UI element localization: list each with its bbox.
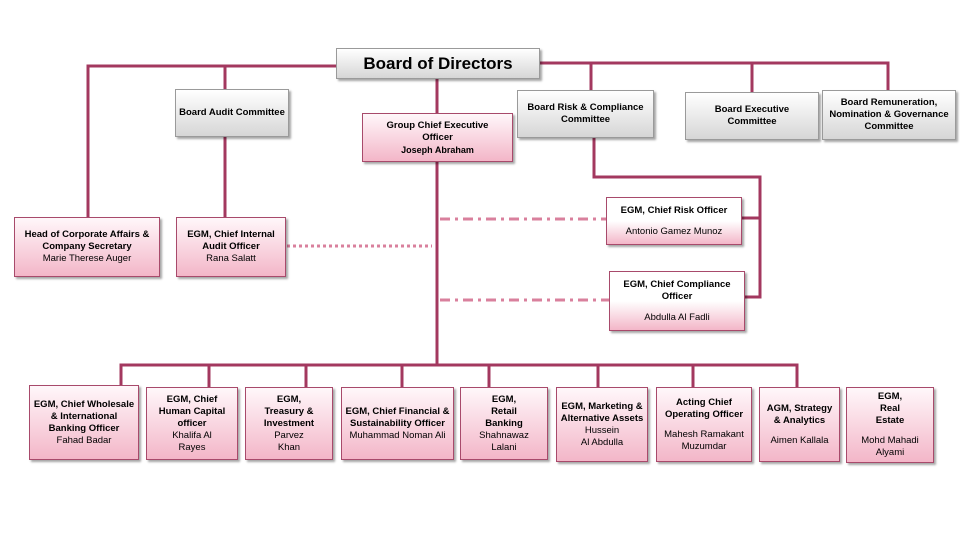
ceo-dotted-connectors — [440, 217, 609, 302]
compliance-officer-box[interactable]: EGM, Chief Compliance Officer Abdulla Al… — [609, 271, 745, 331]
risk-officer-name: Antonio Gamez Munoz — [625, 225, 723, 237]
board-connector — [86, 61, 890, 68]
executive-title: EGM, Chief Wholesale & International Ban… — [33, 398, 135, 434]
executive-box-treasury[interactable]: EGM, Treasury & Investment Parvez Khan — [245, 387, 333, 460]
board-of-directors-box[interactable]: Board of Directors — [336, 48, 540, 79]
executive-name: Mahesh Ramakant Muzumdar — [664, 428, 744, 452]
executive-title: EGM, Treasury & Investment — [263, 393, 315, 429]
executive-name: Hussein Al Abdulla — [580, 424, 624, 448]
executive-box-finance[interactable]: EGM, Chief Financial & Sustainability Of… — [341, 387, 454, 460]
ceo-title: Group Chief Executive Officer — [386, 119, 489, 143]
audit-committee-box[interactable]: Board Audit Committee — [175, 89, 289, 137]
executive-name: Shahnawaz Lalani — [479, 429, 529, 453]
executive-title: EGM, Real Estate — [875, 391, 905, 426]
executive-box-human-capital[interactable]: EGM, Chief Human Capital officer Khalifa… — [146, 387, 238, 460]
executive-name: Khalifa Al Rayes — [172, 429, 212, 453]
executive-box-retail[interactable]: EGM, Retail Banking Shahnawaz Lalani — [460, 387, 548, 460]
executive-committee-title: Board Executive Committee — [714, 104, 790, 127]
executive-name: Parvez Khan — [274, 429, 304, 453]
risk-committee-box[interactable]: Board Risk & Compliance Committee — [517, 90, 654, 138]
executive-box-wholesale[interactable]: EGM, Chief Wholesale & International Ban… — [29, 385, 139, 460]
executive-name: Fahad Badar — [56, 434, 112, 446]
audit-committee-title: Board Audit Committee — [179, 107, 285, 118]
compliance-officer-name: Abdulla Al Fadli — [644, 311, 710, 323]
compliance-officer-title: EGM, Chief Compliance Officer — [623, 278, 731, 302]
board-title: Board of Directors — [363, 53, 513, 73]
executive-name: Muhammad Noman Ali — [349, 429, 446, 441]
internal-audit-box[interactable]: EGM, Chief Internal Audit Officer Rana S… — [176, 217, 286, 277]
executive-box-marketing[interactable]: EGM, Marketing & Alternative Assets Huss… — [556, 387, 648, 462]
executive-title: EGM, Chief Financial & Sustainability Of… — [345, 405, 450, 429]
internal-audit-title: EGM, Chief Internal Audit Officer — [187, 229, 275, 252]
risk-committee-title: Board Risk & Compliance Committee — [527, 102, 644, 125]
ceo-name: Joseph Abraham — [401, 144, 474, 155]
executive-title: EGM, Retail Banking — [485, 393, 523, 429]
risk-officer-title: EGM, Chief Risk Officer — [620, 204, 728, 216]
executive-box-operations[interactable]: Acting Chief Operating Officer Mahesh Ra… — [656, 387, 752, 462]
executive-name: Aimen Kallala — [770, 434, 829, 446]
remuneration-committee-box[interactable]: Board Remuneration, Nomination & Governa… — [822, 90, 956, 140]
executive-name: Mohd Mahadi Alyami — [861, 435, 919, 458]
risk-officer-box[interactable]: EGM, Chief Risk Officer Antonio Gamez Mu… — [606, 197, 742, 245]
secretary-title: Head of Corporate Affairs & Company Secr… — [24, 229, 150, 252]
executive-title: EGM, Chief Human Capital officer — [158, 393, 226, 429]
secretary-box[interactable]: Head of Corporate Affairs & Company Secr… — [14, 217, 160, 277]
executive-drops — [119, 363, 799, 389]
executive-title: AGM, Strategy & Analytics — [766, 402, 833, 426]
executive-title: EGM, Marketing & Alternative Assets — [560, 400, 644, 424]
remuneration-committee-title: Board Remuneration, Nomination & Governa… — [829, 97, 949, 132]
ceo-box[interactable]: Group Chief Executive Officer Joseph Abr… — [362, 113, 513, 162]
executive-title: Acting Chief Operating Officer — [664, 396, 744, 420]
executive-committee-box[interactable]: Board Executive Committee — [685, 92, 819, 140]
executive-box-real-estate[interactable]: EGM, Real Estate Mohd Mahadi Alyami — [846, 387, 934, 463]
risk-compliance-connector — [592, 136, 762, 299]
internal-audit-name: Rana Salatt — [206, 253, 256, 264]
executive-box-strategy[interactable]: AGM, Strategy & Analytics Aimen Kallala — [759, 387, 840, 462]
secretary-name: Marie Therese Auger — [42, 253, 132, 264]
